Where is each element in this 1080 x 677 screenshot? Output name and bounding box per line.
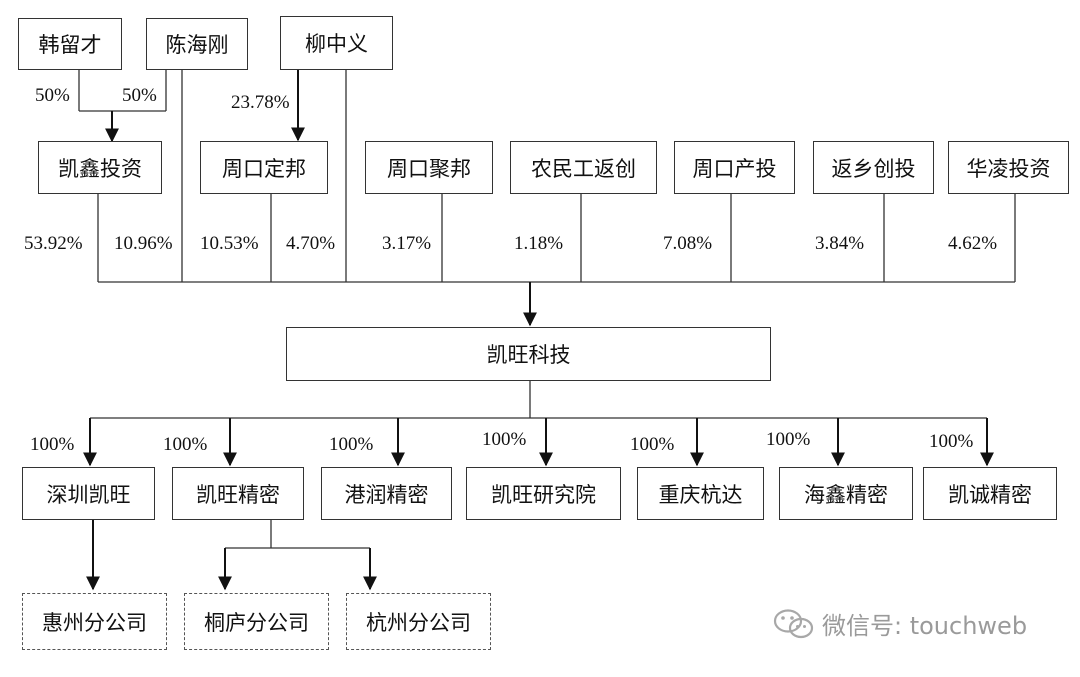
pct-sub-haixin: 100%	[766, 429, 811, 450]
pct-hualing: 4.62%	[948, 233, 998, 254]
node-nongmingong-fanchuang: 农民工返创	[510, 141, 657, 194]
pct-dingbang: 10.53%	[200, 233, 259, 254]
node-kaicheng-jingmi: 凯诚精密	[923, 467, 1057, 520]
pct-liu: 4.70%	[286, 233, 336, 254]
node-haixin-jingmi: 海鑫精密	[779, 467, 913, 520]
pct-chen: 10.96%	[114, 233, 173, 254]
pct-chantou: 7.08%	[663, 233, 713, 254]
pct-fanxiang: 3.84%	[815, 233, 865, 254]
watermark-text: 微信号: touchweb	[822, 612, 1028, 640]
pct-chen-to-kaixin: 50%	[122, 85, 157, 106]
node-zhoukou-dingbang: 周口定邦	[200, 141, 328, 194]
pct-jubang: 3.17%	[382, 233, 432, 254]
pct-sub-hangda: 100%	[630, 434, 675, 455]
node-zhoukou-chantou: 周口产投	[674, 141, 795, 194]
node-fanxiang-chuangtou: 返乡创投	[813, 141, 934, 194]
node-kaiwang-keji: 凯旺科技	[286, 327, 771, 381]
node-hualing-touzi: 华凌投资	[948, 141, 1069, 194]
pct-sub-kaicheng: 100%	[929, 431, 974, 452]
pct-sub-shenzhen: 100%	[30, 434, 75, 455]
node-chongqing-hangda: 重庆杭达	[637, 467, 764, 520]
node-gangrun-jingmi: 港润精密	[321, 467, 452, 520]
node-shenzhen-kaiwang: 深圳凯旺	[22, 467, 155, 520]
pct-liu-to-dingbang: 23.78%	[231, 92, 290, 113]
pct-sub-yanjiuyuan: 100%	[482, 429, 527, 450]
pct-sub-gangrun: 100%	[329, 434, 374, 455]
node-han-liucai: 韩留才	[18, 18, 122, 70]
node-kaiwang-jingmi: 凯旺精密	[172, 467, 304, 520]
pct-nongmingong: 1.18%	[514, 233, 564, 254]
node-hangzhou-fengongsi: 杭州分公司	[346, 593, 491, 650]
node-kaixin-touzi: 凯鑫投资	[38, 141, 162, 194]
pct-han-to-kaixin: 50%	[35, 85, 70, 106]
node-tonglu-fengongsi: 桐庐分公司	[184, 593, 329, 650]
pct-kaixin: 53.92%	[24, 233, 83, 254]
wechat-icon	[773, 608, 814, 638]
node-huizhou-fengongsi: 惠州分公司	[22, 593, 167, 650]
pct-sub-jingmi: 100%	[163, 434, 208, 455]
node-zhoukou-jubang: 周口聚邦	[365, 141, 493, 194]
node-chen-haigang: 陈海刚	[146, 18, 248, 70]
watermark: 微信号: touchweb	[772, 606, 1027, 641]
node-liu-zhongyi: 柳中义	[280, 16, 393, 70]
node-kaiwang-yanjiuyuan: 凯旺研究院	[466, 467, 621, 520]
